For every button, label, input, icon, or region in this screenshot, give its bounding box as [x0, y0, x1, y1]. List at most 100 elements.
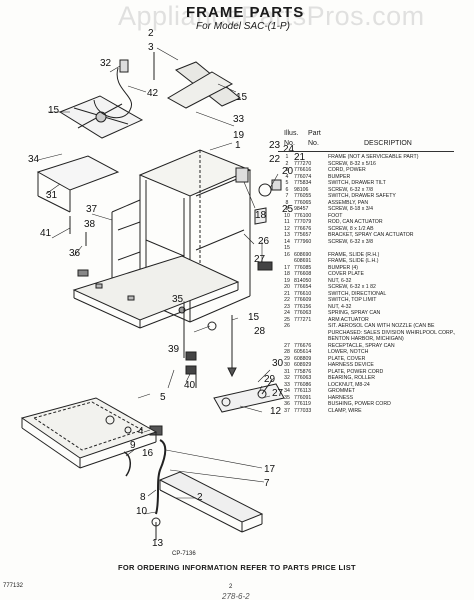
svg-text:25: 25	[282, 204, 294, 215]
svg-text:3: 3	[148, 42, 154, 53]
svg-text:32: 32	[100, 58, 112, 69]
part-number: 776610	[294, 290, 312, 297]
svg-text:5: 5	[160, 392, 166, 403]
part-description: HARNESS	[328, 394, 354, 401]
part-description: ARM ACTUATOR	[328, 316, 369, 323]
part-description: BUMPER (4)	[328, 264, 358, 271]
svg-text:37: 37	[86, 204, 98, 215]
illus-number: 27	[284, 342, 290, 349]
svg-text:16: 16	[142, 448, 154, 459]
switch-cluster	[235, 167, 282, 225]
part-number: 776654	[294, 284, 312, 290]
part-description: LOWER, NOTCH	[328, 349, 369, 355]
illus-number: 20	[284, 284, 290, 290]
part-number: 776100	[294, 212, 312, 219]
part-description: SCREW, 8 x 1/2 AB	[328, 225, 374, 232]
svg-text:26: 26	[258, 236, 270, 247]
part-number: 98457	[294, 206, 309, 212]
svg-text:33: 33	[233, 114, 245, 125]
svg-text:7: 7	[264, 478, 270, 489]
side-panel	[36, 155, 120, 213]
part-number: 777079	[294, 219, 312, 225]
part-number: 777270	[294, 160, 312, 167]
spray-can-bracket	[213, 379, 285, 413]
parts-row: 17 776085 BUMPER (4)	[278, 265, 474, 272]
top-plate	[58, 95, 144, 139]
svg-text:18: 18	[255, 210, 267, 221]
callout-labels: 2 3 32 42 15 33 19 1 15 34 31 37 38 41 3…	[28, 28, 306, 549]
bracket-arm	[166, 61, 241, 109]
part-number: 776113	[294, 388, 311, 394]
svg-text:15: 15	[48, 105, 60, 116]
illus-number: 28	[284, 349, 290, 355]
illus-number: 23	[284, 303, 290, 310]
part-number: 776609	[294, 297, 312, 303]
part-description: NUT, 6-32	[328, 277, 352, 284]
part-description: COVER PLATE	[328, 271, 364, 277]
svg-text:31: 31	[46, 190, 58, 201]
part-description: SWITCH, TOP LIMIT	[328, 297, 377, 303]
illus-number: 3	[285, 167, 289, 173]
drawer-slide	[158, 471, 264, 533]
illus-number: 32	[284, 375, 290, 381]
part-description: SCREW, 8-18 x 3/4	[328, 206, 373, 212]
part-number: 776608	[294, 271, 312, 277]
part-number: 776119	[294, 401, 311, 407]
part-description: SCREW, 6-32 x 7/8	[328, 186, 373, 193]
svg-text:40: 40	[184, 380, 196, 391]
illus-number: 31	[284, 368, 290, 375]
svg-text:20: 20	[282, 166, 294, 177]
illus-number: 24	[284, 310, 290, 316]
svg-text:30: 30	[272, 358, 284, 369]
svg-text:17: 17	[264, 464, 276, 475]
svg-text:1: 1	[235, 140, 241, 151]
part-number: 777960	[294, 238, 312, 245]
site-watermark: AppliancePartsPros.com	[118, 1, 425, 31]
illus-number: 36	[284, 401, 290, 407]
part-description: ASSEMBLY, PAN	[328, 199, 369, 206]
illus-number: 17	[284, 264, 290, 271]
svg-text:23: 23	[269, 140, 281, 151]
part-number: 776063	[294, 375, 312, 381]
handwritten-note: 278-6-2	[222, 592, 250, 601]
svg-text:2: 2	[148, 28, 154, 39]
svg-text:36: 36	[69, 248, 81, 259]
illus-number: 15	[284, 245, 290, 251]
part-description: SWITCH, DRAWER SAFETY	[328, 193, 396, 199]
part-number: 776085	[294, 264, 312, 271]
part-description: BUMPER	[328, 173, 351, 180]
illus-number: 16	[284, 251, 290, 258]
illus-number: 2	[285, 160, 289, 167]
part-description: CORD, POWER	[328, 167, 366, 173]
svg-text:35: 35	[172, 294, 184, 305]
part-number: 775834	[294, 180, 312, 186]
part-description: PLATE, COVER	[328, 355, 366, 362]
illus-number: 13	[284, 232, 290, 238]
part-number: 608690	[294, 251, 312, 258]
svg-text:13: 13	[152, 538, 164, 549]
svg-text:2: 2	[197, 492, 203, 503]
illus-number: 8	[285, 199, 289, 206]
illus-number: 34	[284, 388, 290, 394]
